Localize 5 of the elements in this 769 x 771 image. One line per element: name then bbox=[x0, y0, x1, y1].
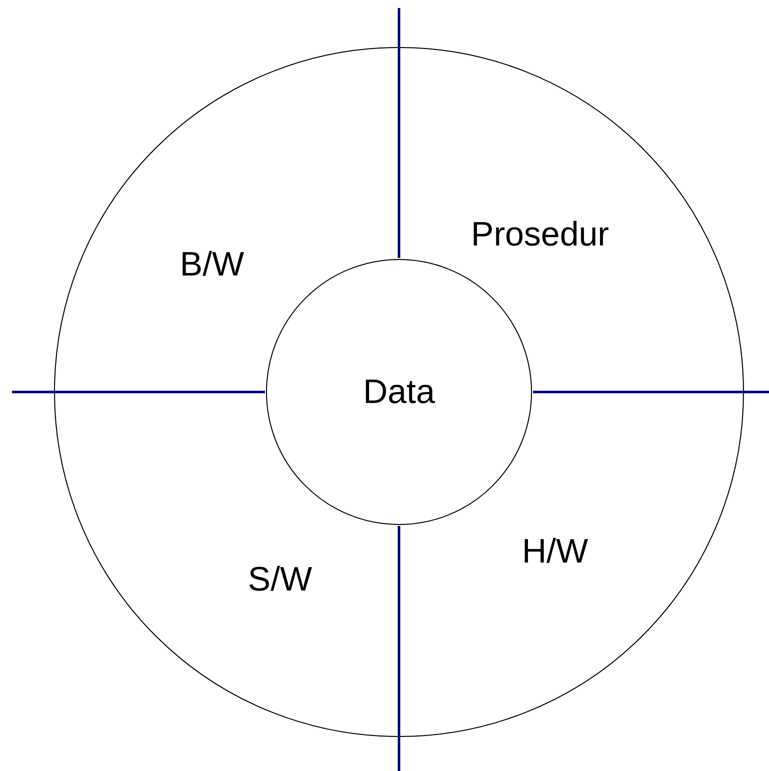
sector-label: H/W bbox=[522, 532, 588, 572]
sector-label: B/W bbox=[180, 246, 244, 284]
sector-label: Prosedur bbox=[471, 216, 609, 254]
sector-label: S/W bbox=[248, 560, 312, 600]
node-label: Data bbox=[363, 372, 435, 412]
